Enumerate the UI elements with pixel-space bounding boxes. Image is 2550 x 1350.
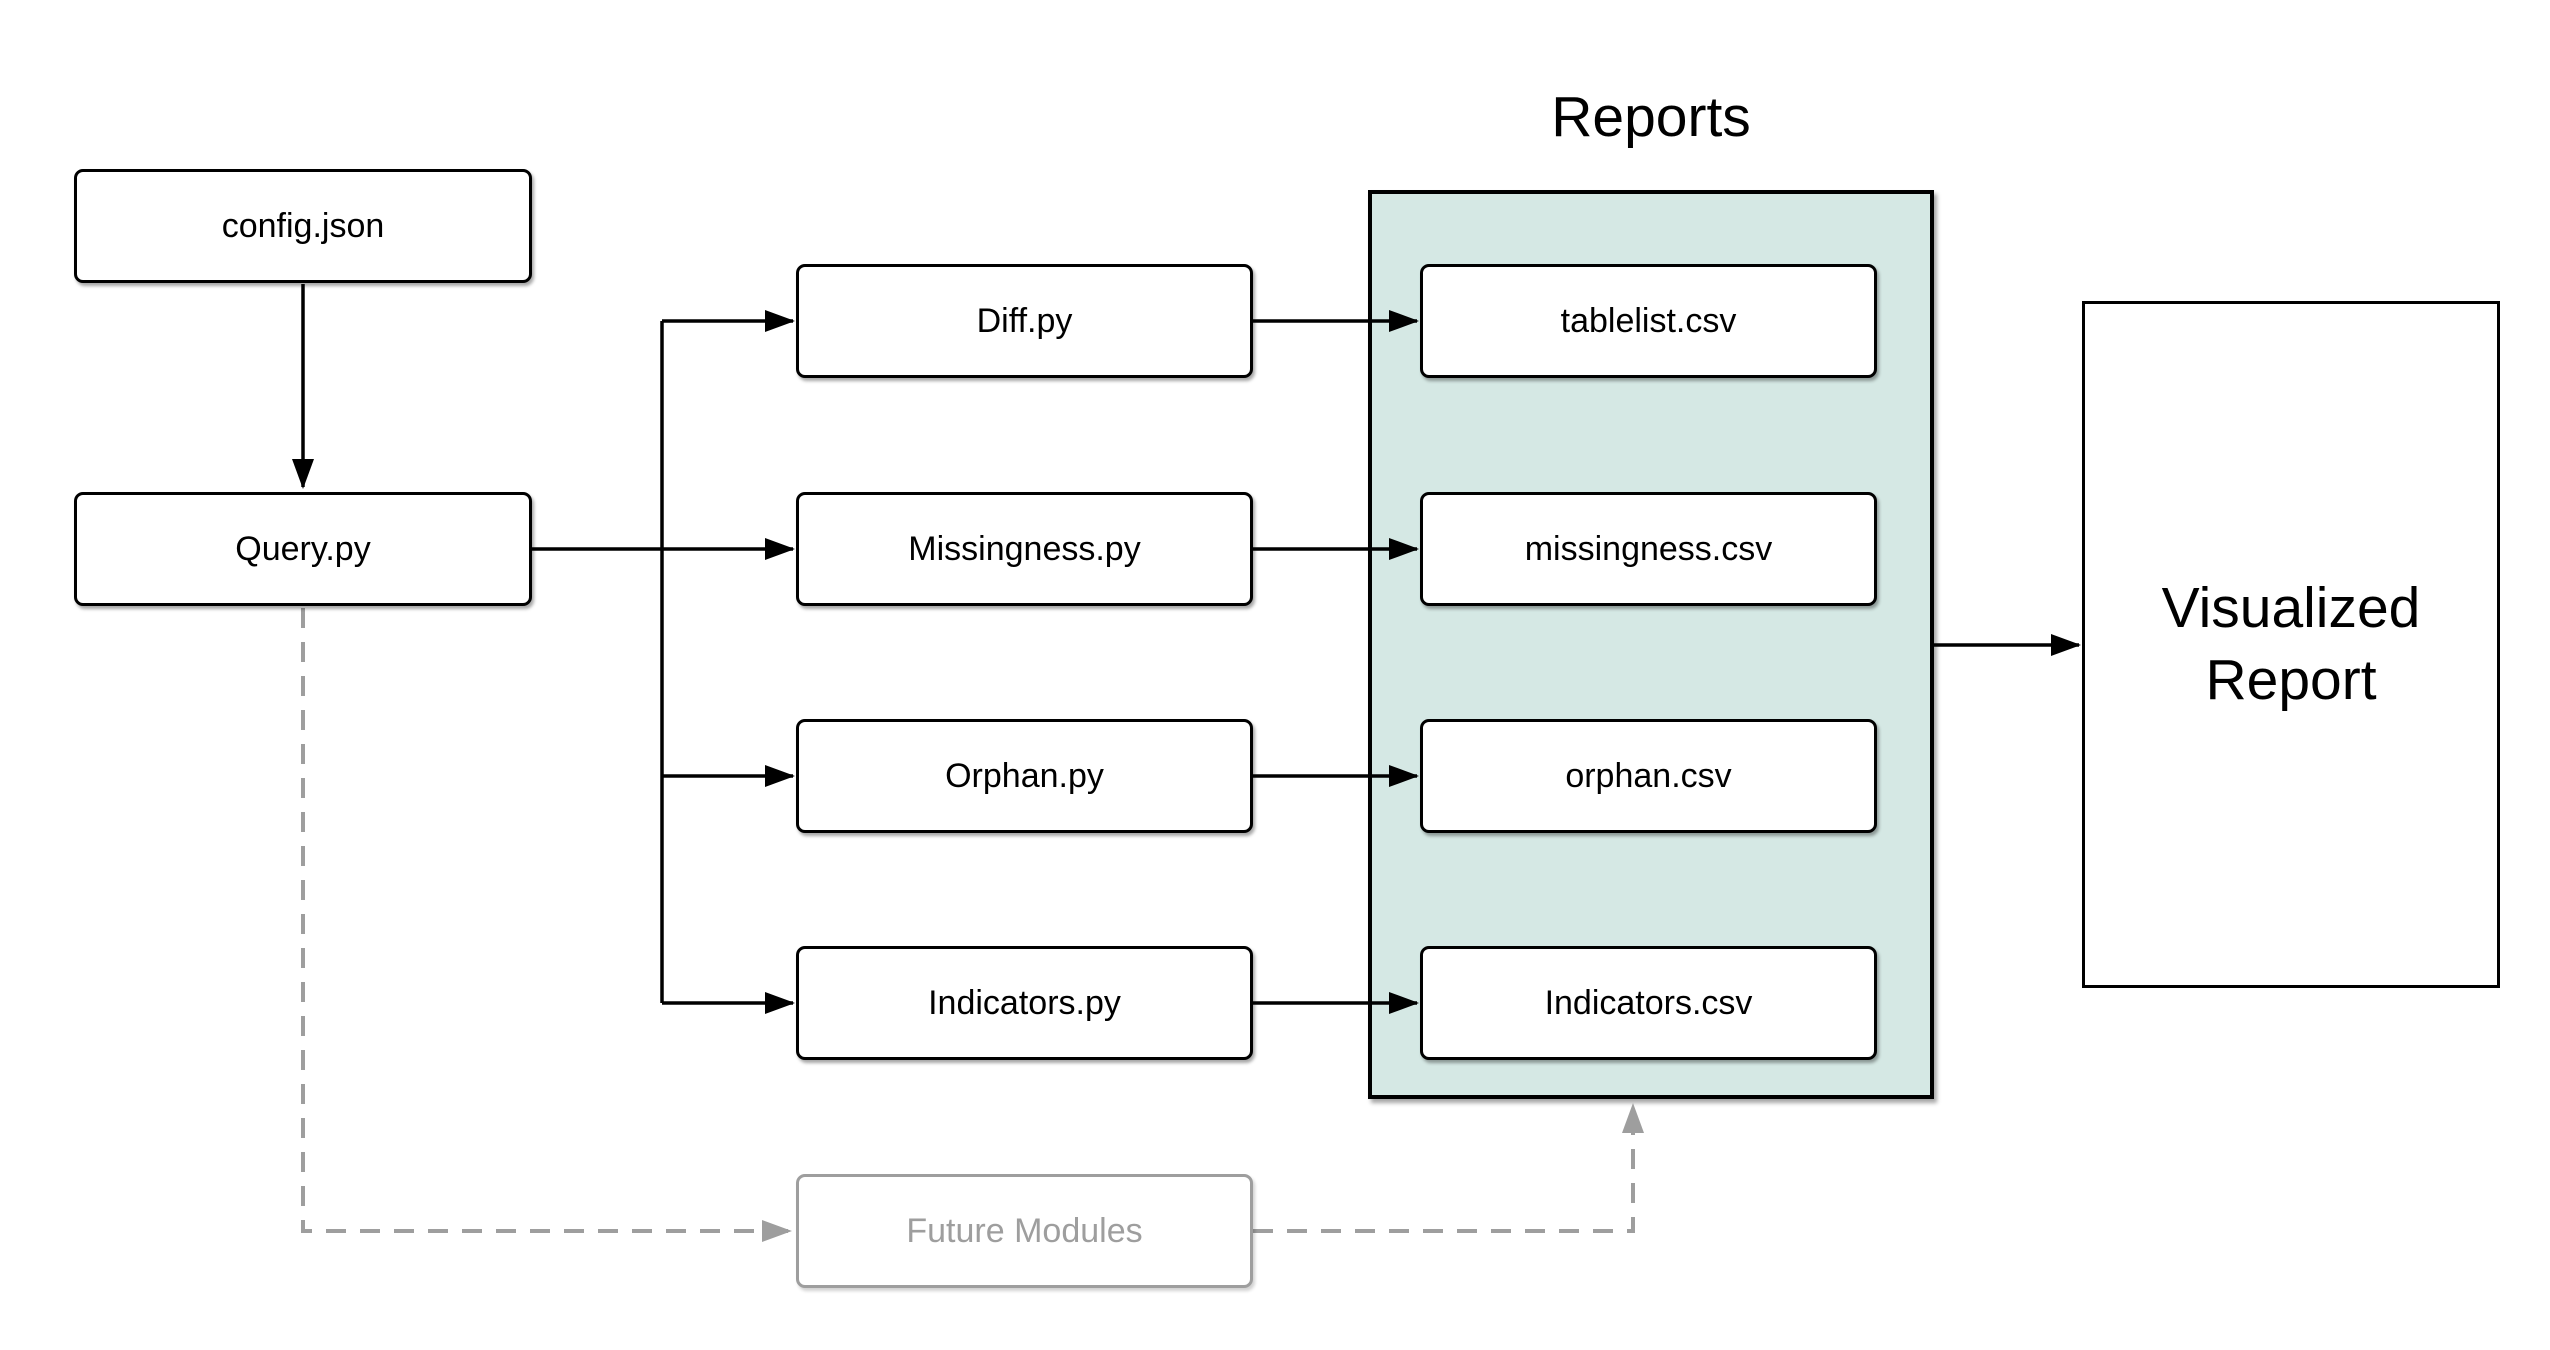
node-orphan-py-label: Orphan.py <box>945 756 1104 795</box>
node-diff-py: Diff.py <box>796 264 1253 378</box>
edge-future-modules-to-reports-dashed <box>1253 1103 1644 1233</box>
node-query-py: Query.py <box>74 492 532 606</box>
node-orphan-csv: orphan.csv <box>1420 719 1877 833</box>
reports-group-title: Reports <box>1551 85 1751 149</box>
node-indicators-csv: Indicators.csv <box>1420 946 1877 1060</box>
edge-query-to-future-modules-dashed <box>301 608 792 1242</box>
node-indicators-py-label: Indicators.py <box>928 983 1121 1022</box>
node-diff-py-label: Diff.py <box>976 301 1073 340</box>
node-indicators-py: Indicators.py <box>796 946 1253 1060</box>
node-orphan-py: Orphan.py <box>796 719 1253 833</box>
node-orphan-csv-label: orphan.csv <box>1565 756 1732 795</box>
node-missingness-csv: missingness.csv <box>1420 492 1877 606</box>
node-future-modules: Future Modules <box>796 1174 1253 1288</box>
node-config-json-label: config.json <box>221 206 385 245</box>
node-indicators-csv-label: Indicators.csv <box>1544 983 1753 1022</box>
node-missingness-py-label: Missingness.py <box>908 529 1141 568</box>
node-future-modules-label: Future Modules <box>906 1211 1143 1250</box>
node-visualized-report-label: Visualized Report <box>2161 576 2421 712</box>
node-missingness-csv-label: missingness.csv <box>1524 529 1773 568</box>
node-tablelist-csv: tablelist.csv <box>1420 264 1877 378</box>
node-query-py-label: Query.py <box>235 529 371 568</box>
node-visualized-report: Visualized Report <box>2082 301 2500 988</box>
node-tablelist-csv-label: tablelist.csv <box>1560 301 1737 340</box>
node-missingness-py: Missingness.py <box>796 492 1253 606</box>
node-config-json: config.json <box>74 169 532 283</box>
